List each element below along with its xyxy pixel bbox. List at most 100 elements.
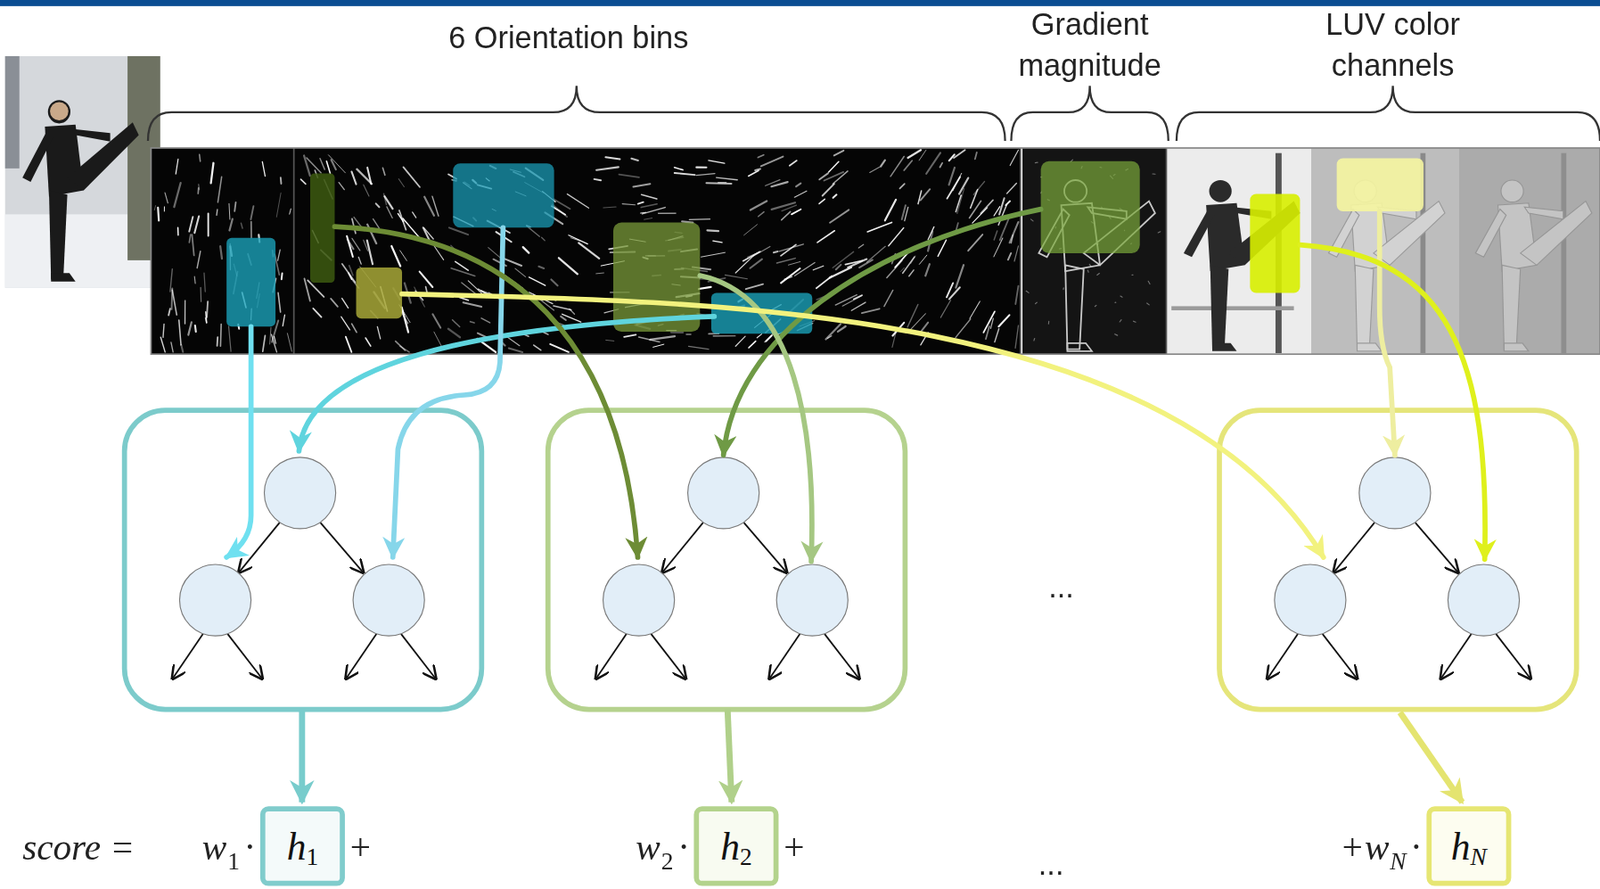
gradient-stroke	[358, 256, 362, 264]
formula-text: score =	[22, 828, 135, 865]
gradient-stroke	[345, 336, 352, 353]
gradient-stroke	[713, 240, 723, 243]
gradient-stroke	[549, 344, 569, 353]
gradient-stroke	[1015, 325, 1018, 348]
gradient-stroke	[638, 202, 644, 205]
subscript: 1	[227, 848, 240, 873]
gradient-stroke	[957, 188, 965, 214]
gradient-stroke	[1147, 303, 1150, 305]
gradient-stroke	[328, 155, 345, 173]
gradient-stroke	[1094, 304, 1097, 306]
gradient-stroke	[278, 249, 281, 261]
split-arrow	[1495, 633, 1531, 679]
gradient-stroke	[163, 324, 165, 338]
gradient-stroke	[452, 320, 460, 328]
gradient-stroke	[1114, 302, 1116, 304]
gradient-stroke	[605, 156, 620, 159]
brace	[147, 85, 1600, 141]
gradient-stroke	[400, 250, 408, 261]
gradient-stroke	[488, 247, 501, 259]
gradient-stroke	[432, 313, 441, 328]
formula-text: w	[635, 828, 660, 865]
gradient-stroke	[191, 234, 194, 255]
gradient-stroke	[382, 167, 385, 175]
gradient-stroke	[596, 272, 605, 275]
gradient-stroke	[373, 219, 380, 229]
subscript: N	[1389, 848, 1406, 873]
gradient-stroke	[216, 336, 219, 346]
gradient-stroke	[280, 273, 284, 280]
tree-node	[1274, 564, 1346, 636]
channel-group-label: Gradient magnitude	[998, 4, 1182, 87]
output-box: hN	[1426, 805, 1511, 886]
gradient-stroke	[861, 308, 880, 313]
gradient-stroke	[528, 277, 545, 286]
gradient-stroke	[250, 205, 254, 220]
gradient-stroke	[377, 326, 380, 339]
split-arrow	[650, 633, 686, 679]
gradient-stroke	[205, 311, 207, 323]
gradient-stroke	[560, 316, 567, 320]
gradient-stroke	[817, 230, 835, 243]
gradient-stroke	[795, 262, 816, 277]
gradient-stroke	[229, 219, 232, 231]
gradient-stroke	[1115, 334, 1118, 336]
gradient-stroke	[578, 242, 599, 259]
gradient-stroke	[270, 327, 271, 345]
gradient-stroke	[828, 161, 839, 173]
top-bar	[0, 0, 1600, 7]
gradient-stroke	[455, 261, 469, 271]
gradient-stroke	[771, 202, 796, 210]
gradient-stroke	[282, 314, 285, 327]
gradient-stroke	[1098, 263, 1100, 266]
split-arrow	[769, 633, 800, 679]
gradient-stroke	[937, 239, 946, 256]
gradient-stroke	[640, 204, 657, 208]
gradient-stroke	[623, 334, 636, 337]
gradient-stroke	[686, 333, 691, 336]
tree-node	[688, 457, 760, 529]
gradient-stroke	[172, 289, 177, 315]
gradient-stroke	[649, 336, 675, 340]
gradient-stroke	[713, 335, 736, 337]
gradient-stroke	[211, 163, 214, 184]
gradient-stroke	[902, 256, 915, 273]
gradient-stroke	[1033, 338, 1035, 341]
gradient-stroke	[289, 208, 292, 214]
gradient-stroke	[845, 260, 862, 264]
gradient-stroke	[969, 301, 980, 319]
gradient-stroke	[198, 154, 202, 162]
gradient-stroke	[746, 284, 764, 290]
split-arrow	[662, 522, 704, 573]
gradient-stroke	[164, 206, 165, 212]
gradient-stroke	[631, 158, 638, 161]
gradient-stroke	[326, 161, 330, 174]
gradient-stroke	[276, 192, 281, 217]
gradient-stroke	[197, 184, 200, 190]
gradient-stroke	[391, 246, 401, 267]
gradient-stroke	[968, 234, 983, 251]
formula-text: +w	[1339, 828, 1389, 865]
split-arrow	[744, 522, 788, 573]
gradient-stroke	[701, 252, 726, 257]
gradient-stroke	[177, 227, 180, 235]
subscript: 1	[305, 844, 319, 869]
gradient-stroke	[180, 344, 183, 353]
decision-tree	[548, 410, 906, 709]
gradient-stroke	[698, 287, 712, 289]
gradient-stroke	[594, 179, 601, 181]
gradient-stroke	[228, 203, 230, 220]
gradient-stroke	[993, 237, 1003, 257]
gradient-stroke	[999, 197, 1005, 214]
gradient-stroke	[220, 323, 222, 346]
gradient-stroke	[367, 167, 371, 184]
gradient-stroke	[674, 167, 684, 171]
gradient-stroke	[773, 251, 779, 253]
gradient-stroke	[603, 205, 616, 208]
gradient-stroke	[827, 336, 832, 339]
subscript: 2	[739, 844, 753, 869]
gradient-stroke	[708, 160, 725, 164]
gradient-stroke	[884, 289, 894, 306]
tree-output-symbol: h	[287, 826, 307, 865]
